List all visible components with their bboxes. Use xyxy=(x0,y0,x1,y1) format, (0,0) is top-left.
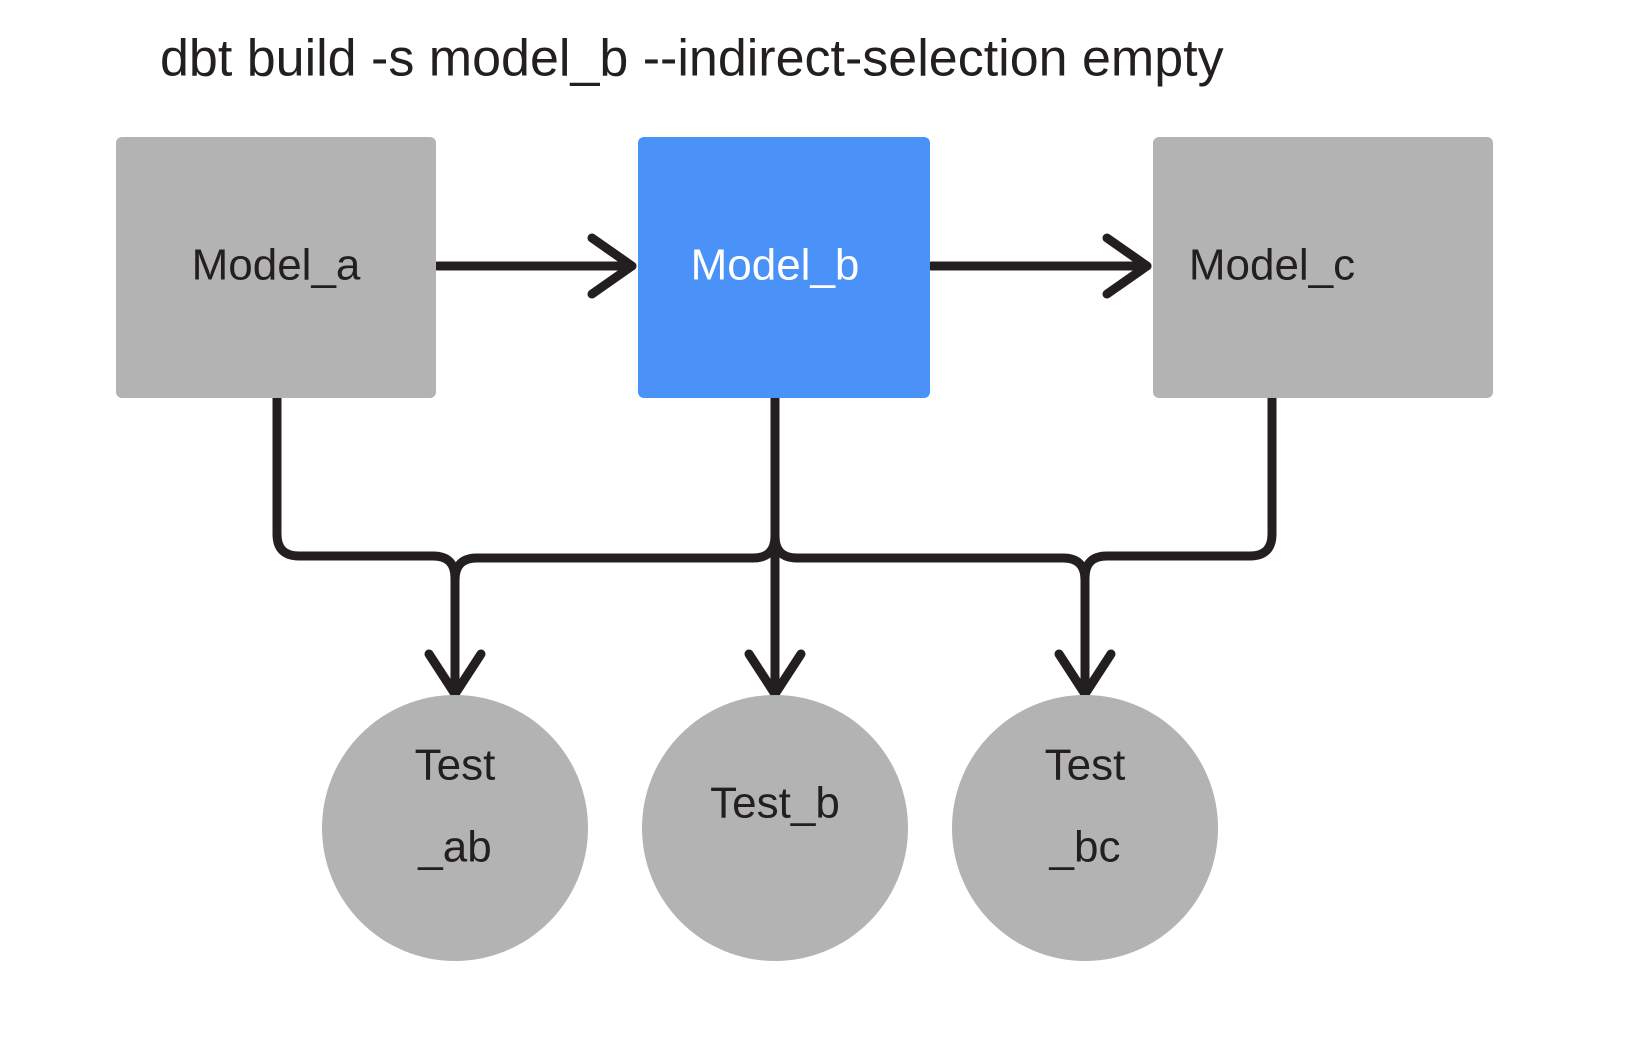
test-node-test-bc[interactable]: Test _bc xyxy=(952,695,1218,961)
arrowhead-test-b-icon xyxy=(744,649,806,699)
model-c-label: Model_c xyxy=(1189,241,1355,290)
arrowhead-test-bc-icon xyxy=(1054,649,1116,699)
model-b-box xyxy=(638,137,930,398)
test-node-test-ab[interactable]: Test _ab xyxy=(322,695,588,961)
test-bc-label-line1: Test xyxy=(1045,741,1126,790)
test-ab-label-line1: Test xyxy=(415,741,496,790)
edge-model-b-to-test-bc xyxy=(770,393,1090,693)
model-a-label: Model_a xyxy=(192,241,361,290)
model-c-box xyxy=(1153,137,1493,398)
edge-model-a-to-test-ab xyxy=(272,393,460,693)
arrowhead-test-ab-icon xyxy=(424,649,486,699)
test-ab-label-line2: _ab xyxy=(417,823,491,872)
edge-model-c-to-test-bc xyxy=(1080,393,1277,693)
test-ab-circle xyxy=(322,695,588,961)
diagram-title: dbt build -s model_b --indirect-selectio… xyxy=(160,30,1224,88)
edge-model-b-to-test-ab xyxy=(450,393,780,693)
test-node-test-b[interactable]: Test_b xyxy=(642,695,908,961)
test-bc-label-line2: _bc xyxy=(1049,823,1121,872)
model-a-box xyxy=(116,137,436,398)
test-bc-circle xyxy=(952,695,1218,961)
model-b-label: Model_b xyxy=(691,241,860,290)
test-b-label: Test_b xyxy=(710,779,840,828)
model-node-model-a[interactable]: Model_a xyxy=(116,137,436,398)
model-node-model-c[interactable]: Model_c xyxy=(1153,137,1493,398)
arrowhead-model-b-icon xyxy=(587,233,637,299)
model-node-model-b[interactable]: Model_b xyxy=(638,137,930,398)
arrowhead-model-c-icon xyxy=(1102,233,1152,299)
test-b-circle xyxy=(642,695,908,961)
